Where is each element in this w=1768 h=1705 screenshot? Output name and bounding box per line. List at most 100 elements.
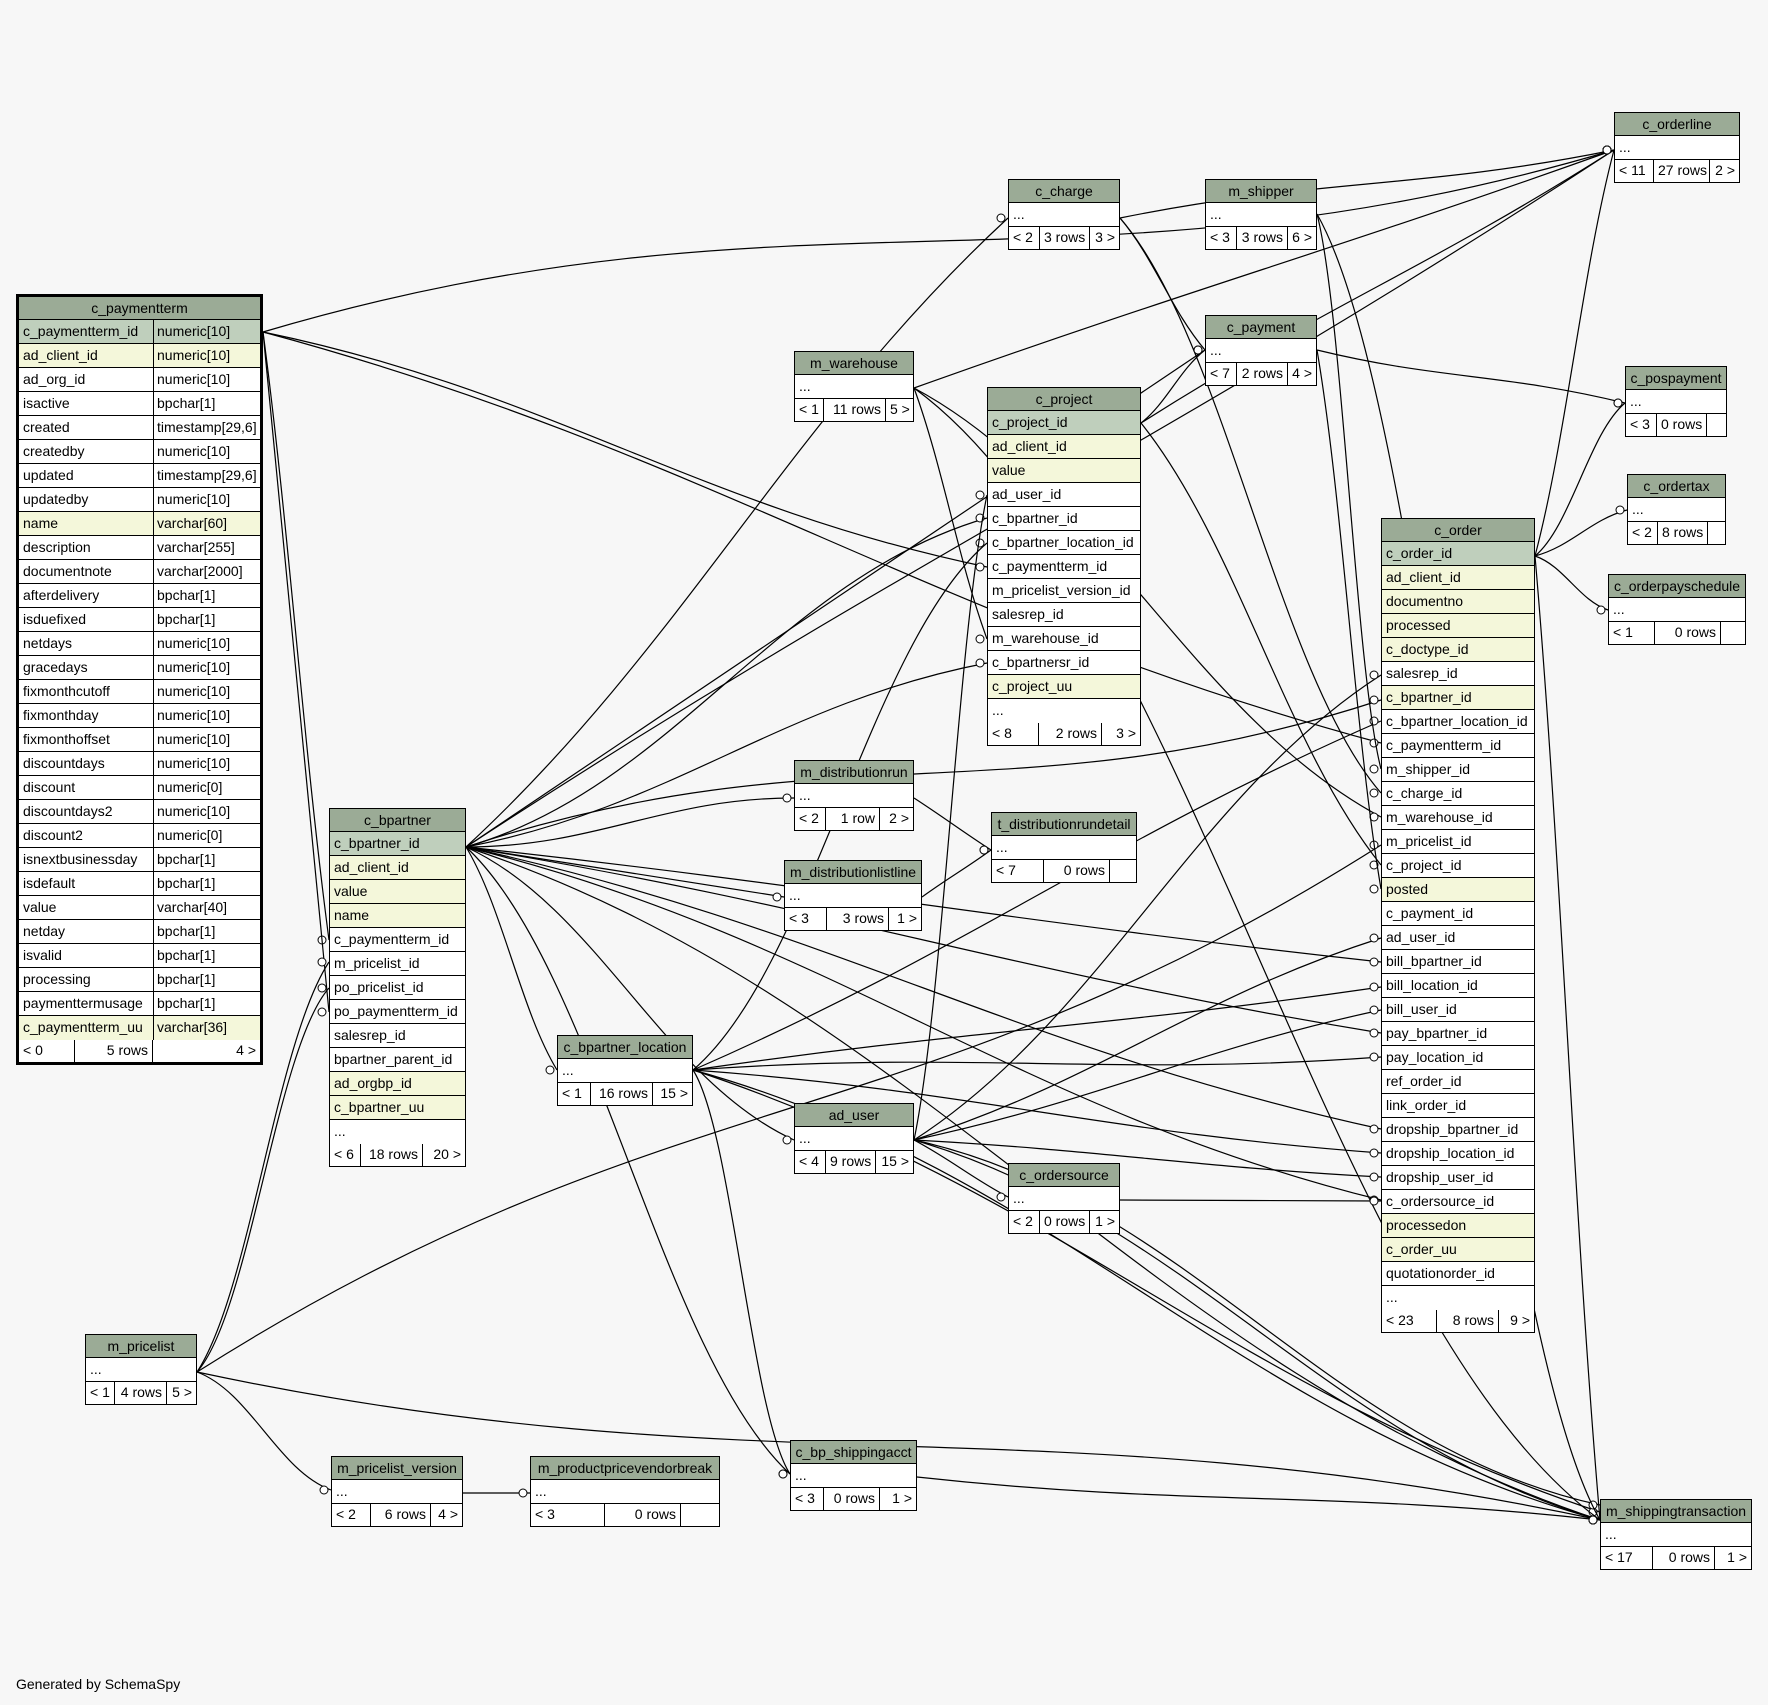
children-count[interactable]: 20 >	[433, 1146, 461, 1162]
parents-count[interactable]: < 2	[1009, 227, 1040, 249]
column-row[interactable]: m_pricelist_version_id	[988, 579, 1140, 603]
column-row[interactable]: m_shipper_id	[1382, 758, 1534, 782]
children-count[interactable]: 3 >	[1116, 725, 1136, 741]
column-row[interactable]: salesrep_id	[330, 1024, 465, 1048]
column-row[interactable]: ad_user_id	[1382, 926, 1534, 950]
column-row[interactable]: ...	[1382, 1286, 1534, 1310]
column-row[interactable]: dropship_bpartner_id	[1382, 1118, 1534, 1142]
column-row[interactable]: quotationorder_id	[1382, 1262, 1534, 1286]
column-row[interactable]: c_bpartner_location_id	[988, 531, 1140, 555]
table-ad-user[interactable]: ad_user ... < 4 9 rows 15 >	[794, 1103, 914, 1174]
column-row[interactable]: c_doctype_id	[1382, 638, 1534, 662]
children-count[interactable]: 1 >	[892, 1490, 912, 1506]
column-row[interactable]: ad_client_id	[1382, 566, 1534, 590]
parents-count[interactable]: < 3	[791, 1488, 824, 1510]
parents-count[interactable]: < 3	[1626, 414, 1657, 436]
column-row[interactable]: value	[330, 880, 465, 904]
column-row[interactable]: c_bpartner_id	[1382, 686, 1534, 710]
column-row[interactable]: c_charge_id	[1382, 782, 1534, 806]
column-row[interactable]: bill_user_id	[1382, 998, 1534, 1022]
table-m-shipper[interactable]: m_shipper ... < 3 3 rows 6 >	[1205, 179, 1317, 250]
table-m-warehouse[interactable]: m_warehouse ... < 1 11 rows 5 >	[794, 351, 914, 422]
column-row[interactable]: c_bpartner_id	[330, 832, 465, 856]
parents-count[interactable]: < 0	[19, 1040, 75, 1062]
parents-count[interactable]: < 7	[992, 860, 1044, 882]
column-row[interactable]: pay_location_id	[1382, 1046, 1534, 1070]
parents-count[interactable]: < 4	[795, 1151, 826, 1173]
table-c-orderpayschedule[interactable]: c_orderpayschedule ... < 1 0 rows	[1608, 574, 1746, 645]
table-c-bp-shippingacct[interactable]: c_bp_shippingacct ... < 3 0 rows 1 >	[790, 1440, 917, 1511]
parents-count[interactable]: < 6	[330, 1144, 361, 1166]
column-row[interactable]: value	[988, 459, 1140, 483]
column-row[interactable]: c_ordersource_id	[1382, 1190, 1534, 1214]
parents-count[interactable]: < 1	[558, 1083, 591, 1105]
children-count[interactable]: 3 >	[1095, 229, 1115, 245]
table-c-bpartner-location[interactable]: c_bpartner_location ... < 1 16 rows 15 >	[557, 1035, 693, 1106]
column-row[interactable]: c_bpartner_uu	[330, 1096, 465, 1120]
column-row[interactable]: ad_orgbp_id	[330, 1072, 465, 1096]
column-row[interactable]: c_paymentterm_id	[1382, 734, 1534, 758]
table-c-charge[interactable]: c_charge ... < 2 3 rows 3 >	[1008, 179, 1120, 250]
parents-count[interactable]: < 3	[785, 908, 827, 930]
table-t-distributionrundetail[interactable]: t_distributionrundetail ... < 7 0 rows	[991, 812, 1137, 883]
column-row[interactable]: c_paymentterm_id	[988, 555, 1140, 579]
children-count[interactable]	[1707, 414, 1726, 436]
table-m-pricelist-version[interactable]: m_pricelist_version ... < 2 6 rows 4 >	[331, 1456, 463, 1527]
parents-count[interactable]: < 7	[1206, 363, 1237, 385]
column-row[interactable]: c_project_id	[988, 411, 1140, 435]
column-row[interactable]: name	[330, 904, 465, 928]
children-count[interactable]: 2 >	[889, 810, 909, 826]
column-row[interactable]: c_order_id	[1382, 542, 1534, 566]
column-row[interactable]: c_bpartner_id	[988, 507, 1140, 531]
children-count[interactable]: 1 >	[1727, 1549, 1747, 1565]
table-c-pospayment[interactable]: c_pospayment ... < 3 0 rows	[1625, 366, 1727, 437]
children-count[interactable]: 1 >	[1095, 1213, 1115, 1229]
table-c-orderline[interactable]: c_orderline ... < 11 27 rows 2 >	[1614, 112, 1740, 183]
children-count[interactable]: 1 >	[897, 910, 917, 926]
column-row[interactable]: c_project_id	[1382, 854, 1534, 878]
column-row[interactable]: m_pricelist_id	[1382, 830, 1534, 854]
column-row[interactable]: bpartner_parent_id	[330, 1048, 465, 1072]
parents-count[interactable]: < 11	[1615, 160, 1654, 182]
parents-count[interactable]: < 3	[531, 1504, 605, 1526]
table-m-pricelist[interactable]: m_pricelist ... < 1 4 rows 5 >	[85, 1334, 197, 1405]
column-row[interactable]: c_payment_id	[1382, 902, 1534, 926]
column-row[interactable]: ad_client_id	[330, 856, 465, 880]
column-row[interactable]: dropship_user_id	[1382, 1166, 1534, 1190]
column-row[interactable]: c_bpartner_location_id	[1382, 710, 1534, 734]
column-row[interactable]: bill_bpartner_id	[1382, 950, 1534, 974]
column-row[interactable]: documentno	[1382, 590, 1534, 614]
children-count[interactable]	[1708, 522, 1725, 544]
column-row[interactable]: c_order_uu	[1382, 1238, 1534, 1262]
table-c-payment[interactable]: c_payment ... < 7 2 rows 4 >	[1205, 315, 1317, 386]
children-count[interactable]: 15 >	[660, 1085, 688, 1101]
children-count[interactable]: 4 >	[236, 1042, 256, 1058]
column-row[interactable]: m_warehouse_id	[988, 627, 1140, 651]
column-row[interactable]: salesrep_id	[1382, 662, 1534, 686]
column-row[interactable]: pay_bpartner_id	[1382, 1022, 1534, 1046]
